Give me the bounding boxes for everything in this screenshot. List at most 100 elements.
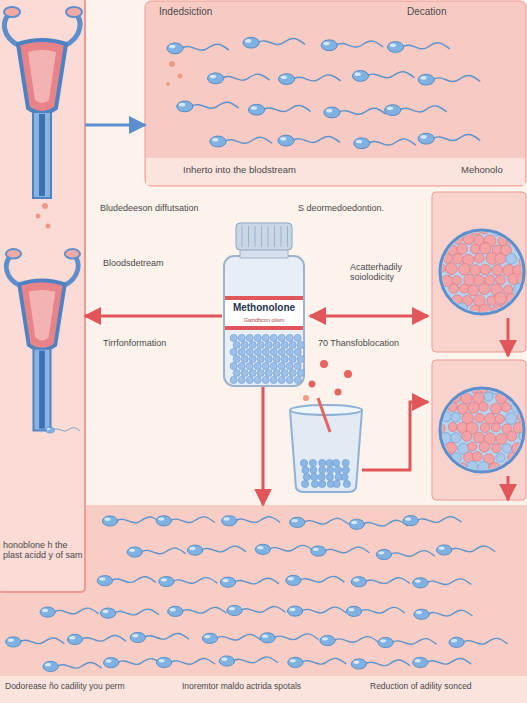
sperm-tail — [303, 518, 348, 524]
sperm-highlight — [224, 517, 230, 520]
cell — [459, 264, 471, 276]
sperm-highlight — [390, 43, 396, 47]
sperm-tail — [293, 75, 341, 81]
pill — [246, 334, 253, 341]
sperm-head — [159, 576, 174, 586]
cell — [511, 402, 521, 412]
cap-ridge — [261, 226, 262, 247]
sperm — [278, 74, 340, 85]
pill — [334, 466, 341, 473]
sperm-highlight — [179, 103, 185, 107]
text-strip — [0, 676, 527, 703]
label-stripe — [225, 326, 303, 330]
cell — [519, 431, 527, 441]
sperm — [156, 516, 215, 526]
particle — [320, 360, 328, 368]
cell — [463, 234, 474, 245]
sperm-highlight — [405, 517, 411, 520]
pill — [278, 362, 285, 369]
cell — [445, 442, 456, 453]
sperm-highlight — [380, 639, 386, 642]
pill — [230, 376, 237, 383]
sperm-highlight — [245, 39, 251, 43]
cap-ridge — [268, 226, 269, 247]
sperm-highlight — [212, 138, 218, 142]
sperm-tail — [57, 662, 102, 668]
sperm — [207, 73, 269, 84]
sperm-highlight — [288, 577, 294, 580]
sperm-head — [290, 517, 305, 527]
cell — [479, 442, 490, 453]
pill — [273, 341, 280, 348]
pill — [278, 334, 285, 341]
cell — [473, 452, 483, 462]
sperm-highlight — [129, 549, 135, 552]
cell — [447, 402, 457, 412]
node-text: Inoremtor maldo actrida spotals — [182, 682, 364, 692]
pill — [270, 334, 277, 341]
sperm-tail — [417, 517, 462, 523]
pill — [262, 334, 269, 341]
sperm-head — [202, 633, 217, 643]
sperm-head — [413, 578, 428, 588]
particle — [169, 61, 175, 67]
sperm-head — [100, 608, 115, 618]
sperm-head — [97, 576, 112, 586]
cell — [441, 296, 450, 305]
cell — [475, 413, 484, 422]
pill — [238, 376, 245, 383]
particle — [46, 224, 51, 229]
cell-dish — [440, 388, 524, 472]
sperm-head — [220, 577, 235, 587]
sperm-tail — [181, 607, 226, 613]
sperm-head — [403, 516, 418, 526]
sperm — [286, 575, 345, 585]
pill — [319, 466, 326, 473]
sperm-highlight — [222, 579, 228, 582]
sperm — [167, 43, 229, 54]
cell — [440, 392, 452, 404]
cell — [453, 254, 463, 264]
sperm-highlight — [323, 42, 329, 46]
pill — [254, 376, 261, 383]
pill — [257, 341, 264, 348]
cell — [474, 432, 485, 443]
cell — [492, 225, 503, 236]
pill — [333, 459, 340, 466]
top-band-ground — [145, 1, 526, 186]
cell — [518, 453, 527, 462]
sperm-highlight — [69, 636, 75, 639]
cell-group — [435, 222, 527, 316]
sperm-tail — [365, 578, 410, 584]
pill — [294, 376, 301, 383]
sperm-head — [414, 609, 429, 619]
sperm-head — [354, 138, 370, 149]
pill — [311, 480, 318, 487]
sperm-tail — [365, 660, 410, 666]
cell — [490, 403, 501, 414]
pill — [281, 369, 288, 376]
sperm-tail — [141, 548, 186, 554]
sperm-head — [43, 661, 58, 671]
node-text: Dodorease ño cadility you perm — [5, 682, 177, 692]
sperm — [354, 138, 416, 149]
cell — [447, 222, 459, 234]
pill — [343, 480, 350, 487]
cell — [489, 463, 500, 474]
node-text: Inherto into the blodstream — [183, 165, 393, 176]
sperm-tail — [299, 576, 344, 582]
cell-panel — [432, 360, 526, 500]
cell — [519, 256, 527, 265]
particle — [166, 82, 170, 86]
cell — [480, 423, 490, 433]
pill — [230, 334, 237, 341]
bottle-cap — [236, 223, 292, 250]
cell — [444, 380, 456, 392]
cell — [524, 402, 527, 412]
sperm-tail — [363, 520, 408, 526]
sperm-head — [418, 74, 434, 85]
sperm-tail — [463, 638, 508, 644]
cell — [505, 413, 517, 425]
annotation-label: Acatterhadily soiolodicity — [350, 262, 428, 283]
sperm-highlight — [8, 639, 14, 642]
